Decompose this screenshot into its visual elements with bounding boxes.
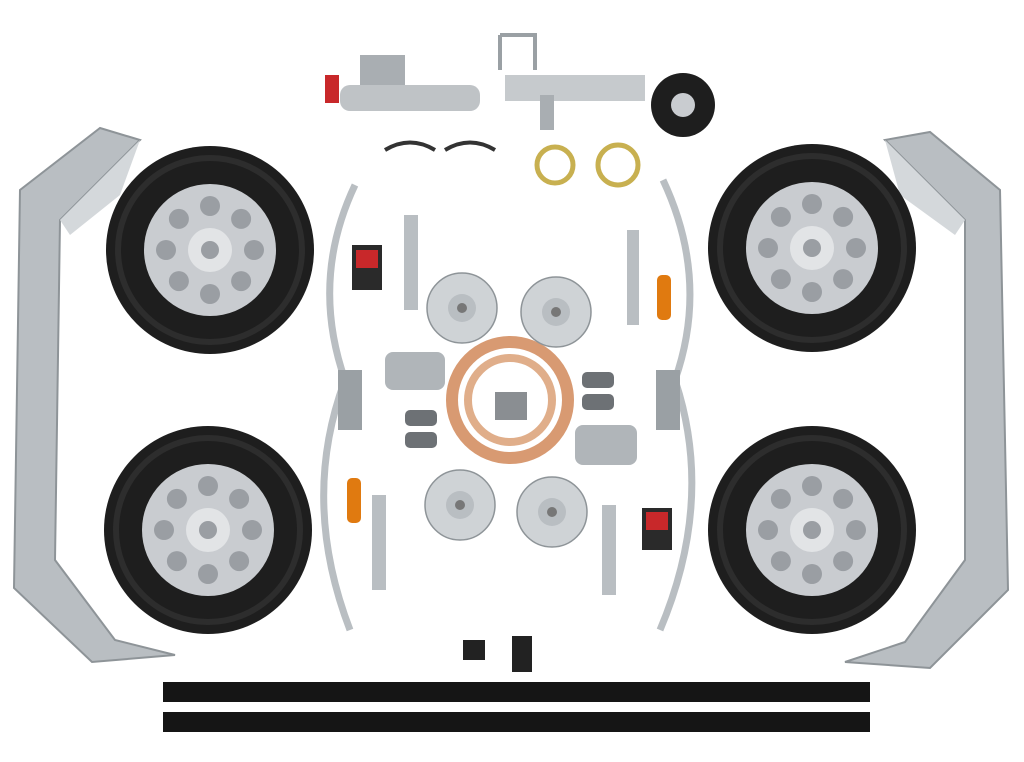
- mudguard-left: [12, 126, 176, 664]
- safety-chains: [534, 142, 641, 188]
- axle-beam-bottom: [163, 712, 870, 732]
- wheel-front-left: [106, 146, 314, 354]
- coupling-handle: [325, 75, 339, 103]
- wheel-rear-right: [708, 426, 916, 634]
- side-markers: [347, 275, 671, 523]
- u-bolt: [498, 33, 537, 70]
- brake-hub-disc-1: [426, 272, 498, 344]
- brake-hose-2: [443, 140, 497, 152]
- brake-coupling: [325, 55, 480, 111]
- trailer-socket: [512, 636, 532, 672]
- trailer-plug: [463, 640, 485, 660]
- tail-lights: [352, 245, 672, 550]
- brake-hub-disc-2: [520, 276, 592, 348]
- brake-hose-1: [383, 140, 437, 152]
- spring-hanger-left: [338, 370, 362, 430]
- mudguard-right: [844, 130, 1010, 670]
- stub-axles: [372, 215, 639, 595]
- copper-brake-line: [446, 336, 574, 464]
- wheel-front-right: [708, 144, 916, 352]
- spring-hanger-right: [656, 370, 680, 430]
- wheel-rear-left: [104, 426, 312, 634]
- brake-hub-disc-4: [516, 476, 588, 548]
- brake-calipers: [385, 352, 637, 465]
- brake-hub-disc-3: [424, 469, 496, 541]
- jockey-wheel: [498, 33, 715, 137]
- brake-pads: [405, 372, 614, 448]
- axle-beam-top: [163, 682, 870, 702]
